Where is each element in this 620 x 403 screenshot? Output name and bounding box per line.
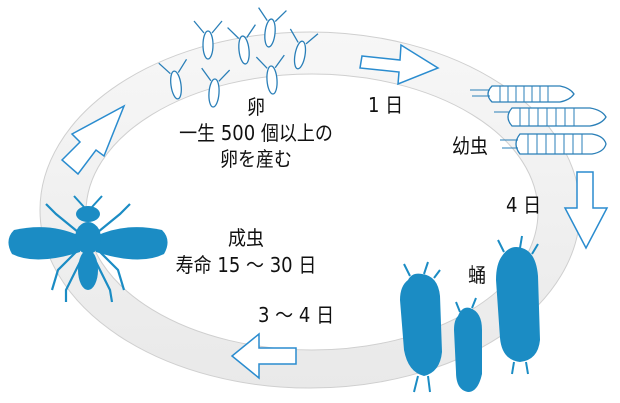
arrow-larva-to-pupa — [563, 171, 609, 250]
duration-larva-to-pupa: 4 日 — [506, 193, 542, 217]
arrow-egg-to-larva — [359, 43, 440, 86]
adult-lifespan-label: 寿命 15 ～ 30 日 — [175, 253, 317, 277]
pupa-icon — [400, 235, 540, 393]
egg-count-line1: 一生 500 個以上の — [179, 121, 333, 145]
adult-fly-icon — [8, 195, 168, 303]
duration-pupa-to-adult: 3 ～ 4 日 — [258, 303, 335, 327]
larva-icon — [470, 85, 607, 155]
pupa-stage-label: 蛹 — [468, 263, 486, 287]
larva-stage-label: 幼虫 — [452, 134, 488, 158]
egg-count-line2: 卵を産む — [220, 147, 292, 171]
adult-stage-label: 成虫 — [228, 226, 264, 250]
duration-egg-to-larva: 1 日 — [368, 93, 404, 117]
arrow-pupa-to-adult — [230, 332, 297, 380]
egg-icon — [158, 7, 319, 108]
arrow-adult-to-egg — [60, 104, 126, 176]
egg-stage-label: 卵 — [247, 95, 265, 119]
